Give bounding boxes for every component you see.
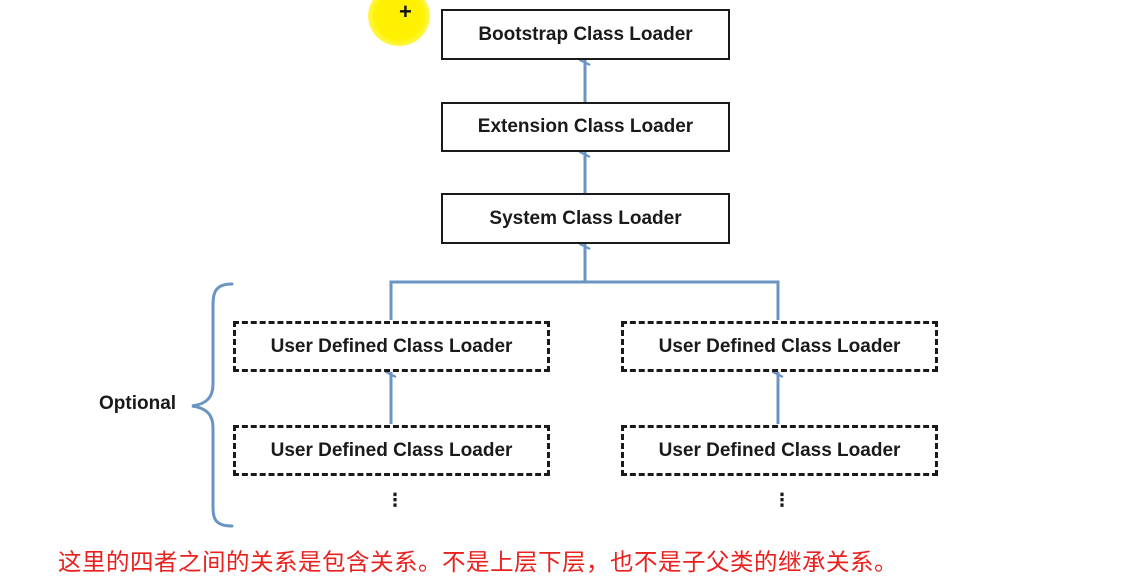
system-class-loader-label: System Class Loader [489, 207, 682, 229]
system-class-loader-box: System Class Loader [441, 193, 730, 244]
extension-class-loader-label: Extension Class Loader [477, 116, 694, 137]
cursor-highlight [368, 0, 430, 46]
user-defined-class-loader-label: User Defined Class Loader [658, 335, 901, 357]
user-defined-class-loader-label: User Defined Class Loader [270, 439, 513, 461]
user-defined-class-loader-left-top-box: User Defined Class Loader [233, 321, 550, 372]
user-defined-class-loader-right-top-box: User Defined Class Loader [621, 321, 938, 372]
arrow-user-loaders-to-system [389, 280, 780, 320]
user-defined-class-loader-label: User Defined Class Loader [270, 335, 513, 357]
user-defined-class-loader-right-bottom-box: User Defined Class Loader [621, 425, 938, 476]
bootstrap-class-loader-box: Bootstrap Class Loader [441, 9, 730, 60]
user-defined-class-loader-left-bottom-box: User Defined Class Loader [233, 425, 550, 476]
extension-class-loader-box: Extension Class Loader [441, 102, 730, 152]
bootstrap-class-loader-label: Bootstrap Class Loader [478, 23, 693, 45]
optional-brace-icon [191, 282, 234, 528]
plus-cursor-icon: + [399, 0, 412, 24]
ellipsis-left: ⋮ [386, 490, 404, 510]
user-defined-class-loader-label: User Defined Class Loader [658, 439, 901, 461]
caption-text: 这里的四者之间的关系是包含关系。不是上层下层，也不是子父类的继承关系。 [58, 548, 898, 576]
ellipsis-right: ⋮ [773, 490, 791, 510]
optional-label: Optional [99, 393, 177, 414]
